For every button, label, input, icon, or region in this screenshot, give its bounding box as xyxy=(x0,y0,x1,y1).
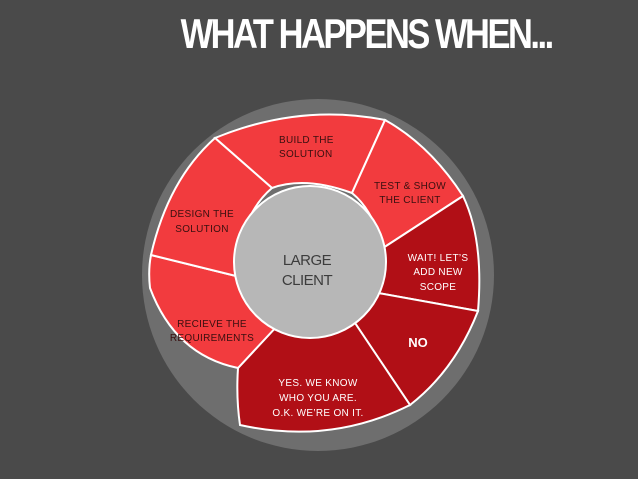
segment-wait-label-line1: WAIT! LET’S xyxy=(408,253,469,264)
segment-test-label-line1: TEST & SHOW xyxy=(374,181,446,192)
segment-yes-label-line2: WHO YOU ARE. xyxy=(279,393,357,404)
segment-recieve-label-line2: REQUIREMENTS xyxy=(170,333,254,344)
segment-recieve-label-line1: RECIEVE THE xyxy=(177,319,247,330)
segment-design-label-line2: SOLUTION xyxy=(175,224,229,235)
segment-build-label-line2: SOLUTION xyxy=(279,149,333,160)
segment-build-label-line1: BUILD THE xyxy=(279,135,334,146)
segment-wait-label-line2: ADD NEW xyxy=(413,267,463,278)
segment-yes-label-line3: O.K. WE’RE ON IT. xyxy=(272,408,363,419)
segment-yes-label-line1: YES. WE KNOW xyxy=(278,378,357,389)
segment-wait-label-line3: SCOPE xyxy=(420,282,457,293)
center-label-line2: CLIENT xyxy=(282,272,333,289)
center-label-line1: LARGE xyxy=(283,252,332,269)
center-circle xyxy=(233,185,387,339)
segment-test-label-line2: THE CLIENT xyxy=(379,195,440,206)
segment-design-label-line1: DESIGN THE xyxy=(170,209,234,220)
segment-no-label: NO xyxy=(408,335,428,350)
